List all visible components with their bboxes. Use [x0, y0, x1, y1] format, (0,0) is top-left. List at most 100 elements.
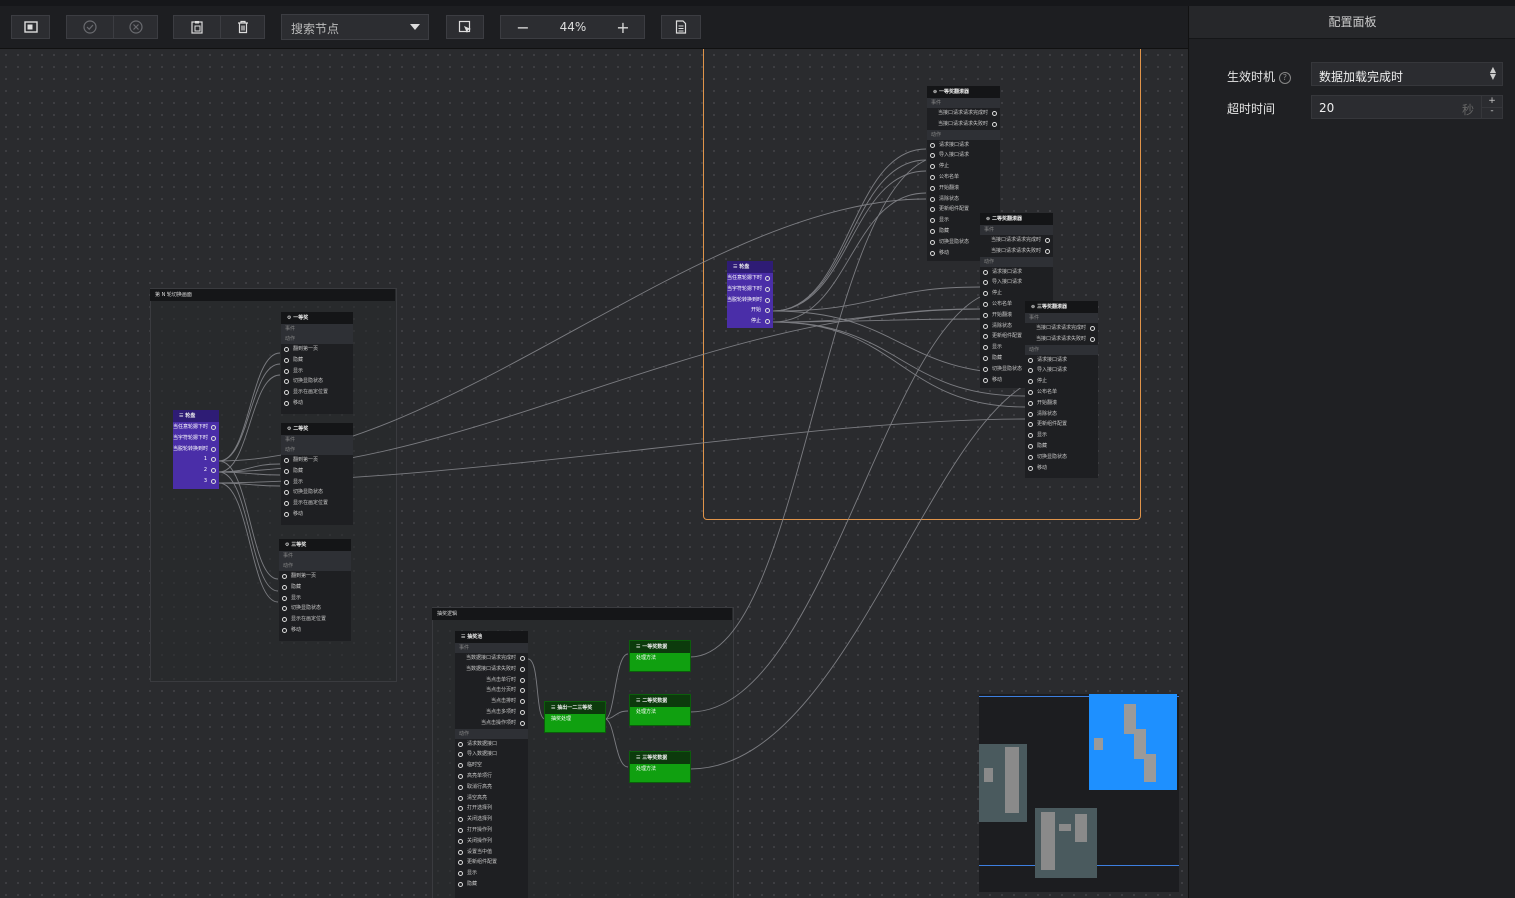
plus-icon[interactable]: + [616, 17, 630, 37]
node-port[interactable]: 2 [173, 465, 219, 476]
select-tool-button[interactable] [446, 15, 484, 39]
node-port[interactable]: 切换显隐状态 [927, 237, 1000, 248]
node-port[interactable]: 当接口请求请求失败时 [980, 246, 1053, 257]
node-port[interactable]: 切换显隐状态 [281, 487, 353, 498]
node-port[interactable]: 当脱轮转换到时 [173, 444, 219, 455]
node-port[interactable]: 显示 [927, 215, 1000, 226]
node-port[interactable]: 停止 [1025, 376, 1098, 387]
node-port[interactable]: 当接口请求请求完成时 [927, 108, 1000, 119]
timeout-stepper[interactable]: 20 秒 + - [1311, 95, 1503, 119]
node-port[interactable]: 高亮单项行 [455, 771, 528, 782]
node-port[interactable]: 清空高亮 [455, 793, 528, 804]
node-port[interactable]: 隐藏 [1025, 441, 1098, 452]
node-port[interactable]: 显示在画定位置 [281, 498, 353, 509]
export-button[interactable] [661, 15, 701, 39]
node-port[interactable]: 移动 [927, 248, 1000, 259]
node-port[interactable]: 显示 [1025, 430, 1098, 441]
node-port[interactable]: 停止 [980, 288, 1053, 299]
node-port[interactable]: 清除状态 [1025, 409, 1098, 420]
layout-button[interactable] [11, 15, 50, 39]
node-port[interactable]: 临时空 [455, 760, 528, 771]
node-port[interactable]: 开始翻滚 [980, 310, 1053, 321]
node-port[interactable]: 导入接口请求 [1025, 365, 1098, 376]
rotate-node-right[interactable]: ☰ 轮盘 当任意轮摁下时 当宇符轮摁下时 当脱轮转换到时 开始 停止 [727, 261, 773, 328]
node-port[interactable]: 显示 [281, 477, 353, 488]
trash-icon[interactable] [221, 16, 265, 38]
prize3-data-node[interactable]: ☰ 三等奖数据 处理方法 [629, 751, 691, 783]
node-port[interactable]: 请求数据接口 [455, 739, 528, 750]
check-circle-icon[interactable] [67, 16, 113, 38]
node-port[interactable]: 移动 [281, 398, 353, 409]
prize1-node[interactable]: ⚙ 一等奖 事件 动作 翻到第一页 隐藏 显示 切换显隐状态 显示在画定位置 移… [281, 312, 353, 414]
node-port[interactable]: 清除状态 [927, 194, 1000, 205]
node-port[interactable]: 导入数据接口 [455, 749, 528, 760]
node-port[interactable]: 当点击分页时 [455, 685, 528, 696]
node-port[interactable]: 更新组件配置 [1025, 419, 1098, 430]
node-port[interactable]: 显示 [279, 593, 351, 604]
node-port[interactable]: 当任意轮摁下时 [173, 422, 219, 433]
node-port[interactable]: 当点击单行时 [455, 675, 528, 686]
extract-node[interactable]: ☰ 抽出一二三等奖 抽奖处理 [544, 701, 606, 733]
prize2-data-node[interactable]: ☰ 二等奖数据 处理方法 [629, 694, 691, 726]
node-port[interactable]: 移动 [281, 509, 353, 520]
node-port[interactable]: 显示 [980, 342, 1053, 353]
node-port[interactable]: 隐藏 [281, 355, 353, 366]
node-port[interactable]: 切换显隐状态 [279, 603, 351, 614]
node-port[interactable]: 停止 [727, 316, 773, 327]
node-port[interactable]: 公布名单 [980, 299, 1053, 310]
node-port[interactable]: 导入接口请求 [927, 150, 1000, 161]
node-port[interactable]: 当点击操作项时 [455, 718, 528, 729]
help-icon[interactable]: ? [1278, 71, 1291, 84]
list3-node[interactable]: ⊖ 三等奖翻滚器 事件 当接口请求请求完成时 当接口请求请求失败时 动作 请求接… [1025, 301, 1098, 478]
node-port[interactable]: 切换显隐状态 [281, 376, 353, 387]
node-port[interactable]: 显示 [281, 366, 353, 377]
node-port[interactable]: 当点击多项时 [455, 707, 528, 718]
node-port[interactable]: 当脱轮转换到时 [727, 295, 773, 306]
node-port[interactable]: 隐藏 [927, 226, 1000, 237]
minus-icon[interactable]: − [516, 17, 530, 37]
node-port[interactable]: 隐藏 [980, 353, 1053, 364]
node-port[interactable]: 切换显隐状态 [1025, 452, 1098, 463]
node-port[interactable]: 更新组件配置 [455, 857, 528, 868]
node-port[interactable]: 设置当中值 [455, 847, 528, 858]
minimap[interactable] [979, 694, 1179, 892]
prize2-node[interactable]: ⚙ 二等奖 事件 动作 翻到第一页 隐藏 显示 切换显隐状态 显示在画定位置 移… [281, 423, 353, 525]
node-port[interactable]: 开始翻滚 [1025, 398, 1098, 409]
node-port[interactable]: 关闭选择列 [455, 814, 528, 825]
node-port[interactable]: 隐藏 [281, 466, 353, 477]
node-port[interactable]: 开始翻滚 [927, 183, 1000, 194]
selected-group-frame[interactable] [703, 49, 1141, 520]
node-port[interactable]: 关闭操作列 [455, 836, 528, 847]
node-port[interactable]: 当宇符轮摁下时 [173, 433, 219, 444]
node-port[interactable]: 更新组件配置 [927, 204, 1000, 215]
node-port[interactable]: 当任意轮摁下时 [727, 273, 773, 284]
node-port[interactable]: 请求接口请求 [1025, 355, 1098, 366]
node-port[interactable]: 显示在画定位置 [281, 387, 353, 398]
node-port[interactable]: 显示在画定位置 [279, 614, 351, 625]
node-port[interactable]: 当数据接口请求失败时 [455, 664, 528, 675]
node-port[interactable]: 隐藏 [455, 879, 528, 890]
node-port[interactable]: 更新组件配置 [980, 331, 1053, 342]
node-port[interactable]: 处理方法 [636, 766, 657, 772]
node-port[interactable]: 导入接口请求 [980, 277, 1053, 288]
node-port[interactable]: 当点击排时 [455, 696, 528, 707]
node-port[interactable]: 移动 [1025, 463, 1098, 474]
node-port[interactable]: 抽奖处理 [551, 716, 572, 722]
node-port[interactable]: 打开选择列 [455, 803, 528, 814]
cancel-circle-icon[interactable] [114, 16, 158, 38]
node-port[interactable]: 取消行高亮 [455, 782, 528, 793]
node-port[interactable]: 当数据接口请求完成时 [455, 653, 528, 664]
node-search-select[interactable]: 搜索节点 [281, 14, 429, 40]
node-port[interactable]: 当接口请求请求完成时 [1025, 323, 1098, 334]
node-port[interactable]: 请求接口请求 [927, 140, 1000, 151]
node-port[interactable]: 当接口请求请求完成时 [980, 235, 1053, 246]
flow-canvas[interactable]: 第 N 轮切换画面 抽奖逻辑 [0, 49, 1188, 898]
node-port[interactable]: 停止 [927, 161, 1000, 172]
increment-button[interactable]: + [1481, 96, 1502, 108]
node-port[interactable]: 公布名单 [1025, 387, 1098, 398]
node-port[interactable]: 处理方法 [636, 709, 657, 715]
node-port[interactable]: 移动 [279, 625, 351, 636]
node-port[interactable]: 翻到第一页 [281, 344, 353, 355]
clipboard-icon[interactable] [174, 16, 220, 38]
node-port[interactable]: 切换显隐状态 [980, 364, 1053, 375]
